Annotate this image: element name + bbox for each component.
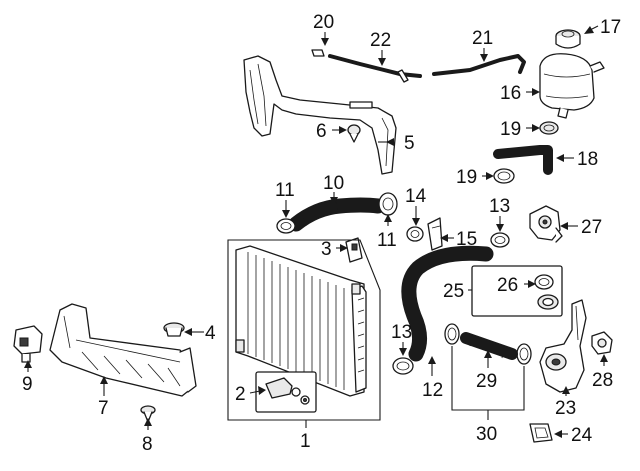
part-9-sensor	[13, 325, 43, 363]
callout-25: 25	[443, 281, 464, 302]
part-10-upper-hose	[288, 197, 386, 232]
callout-4: 4	[205, 323, 216, 344]
part-26-seals	[534, 274, 559, 310]
part-29-coolant-pipe	[460, 332, 518, 360]
callout-5: 5	[404, 133, 415, 154]
callout-19-lower: 19	[456, 167, 477, 188]
part-19-clamp-upper	[539, 121, 559, 135]
callout-3: 3	[321, 239, 332, 260]
callout-17: 17	[600, 17, 621, 38]
callout-20: 20	[313, 12, 334, 33]
part-13-clamp-upper	[490, 232, 510, 248]
part-3-mount-bracket	[345, 237, 363, 263]
callout-10: 10	[323, 173, 344, 194]
part-30-o-ring-left	[444, 323, 460, 345]
callout-8: 8	[142, 434, 153, 455]
part-15-bracket	[427, 217, 443, 251]
callout-27: 27	[581, 217, 602, 238]
callout-11-right: 11	[377, 230, 397, 251]
part-23-thermostat-housing	[539, 299, 587, 393]
part-30-bracket	[451, 346, 525, 420]
callout-11-left: 11	[275, 180, 295, 201]
part-22-vent-hose	[328, 54, 422, 83]
part-12-lower-hose	[401, 245, 494, 362]
callout-16: 16	[500, 83, 521, 104]
part-6-push-clip	[347, 124, 361, 143]
callout-labels: 1 2 3 4 5 6 7 8 9 10 11 11 12 13 13 14 1…	[22, 12, 621, 455]
part-18-reservoir-hose	[493, 145, 553, 175]
leader-lines	[24, 25, 608, 438]
part-11-clamp-right	[378, 192, 398, 216]
part-27-water-outlet	[529, 205, 563, 243]
callout-22: 22	[370, 30, 391, 51]
part-2-drain-valve	[265, 377, 310, 405]
part-7-air-deflector	[49, 303, 197, 397]
part-13-clamp-lower	[392, 357, 414, 375]
part-17-reservoir-cap	[555, 29, 581, 49]
part-4-push-clip	[163, 322, 185, 337]
part-21-vent-hose	[432, 54, 526, 76]
callout-1: 1	[300, 431, 311, 452]
part-1-radiator	[235, 245, 367, 397]
callout-14: 14	[405, 186, 427, 207]
callout-13-upper: 13	[489, 196, 510, 217]
callout-13-lower: 13	[391, 322, 412, 343]
callout-19-upper: 19	[500, 119, 521, 140]
callout-29: 29	[476, 371, 497, 392]
part-16-coolant-reservoir	[539, 53, 605, 119]
callout-24: 24	[571, 425, 593, 446]
part-14-clamp	[406, 226, 424, 242]
callout-30: 30	[476, 424, 497, 445]
part-28-temp-sensor	[591, 331, 613, 355]
callout-9: 9	[22, 374, 33, 395]
part-11-clamp-left	[276, 218, 296, 234]
callout-2: 2	[235, 384, 246, 405]
callout-23: 23	[555, 398, 576, 419]
callout-18: 18	[577, 149, 598, 170]
callout-26: 26	[497, 275, 518, 296]
part-5-radiator-support	[243, 55, 397, 175]
part-30-o-ring-right	[516, 343, 532, 365]
callout-6: 6	[316, 121, 327, 142]
part-1-radiator-frame	[227, 239, 381, 421]
callout-28: 28	[592, 370, 613, 391]
callout-21: 21	[472, 28, 493, 49]
callout-15: 15	[456, 229, 477, 250]
callout-7: 7	[98, 398, 109, 419]
part-19-clamp-lower	[493, 168, 515, 184]
callout-12: 12	[422, 380, 443, 401]
part-20-hose-fitting	[311, 49, 325, 57]
part-24-gasket	[529, 423, 553, 443]
